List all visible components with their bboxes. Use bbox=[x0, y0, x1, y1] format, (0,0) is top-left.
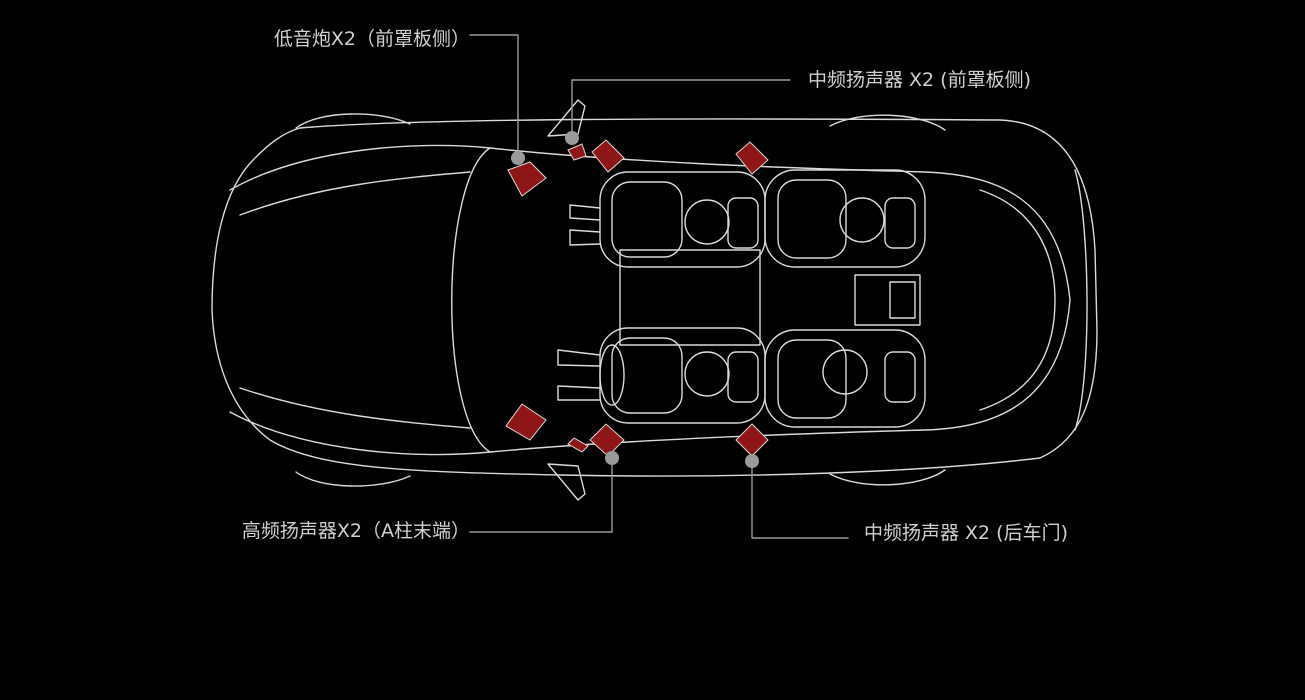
hood-line-bottom bbox=[229, 411, 491, 456]
leader-mid-front bbox=[571, 79, 791, 139]
seat-rear-top bbox=[764, 169, 926, 268]
speaker-subwoofer-top bbox=[507, 161, 547, 197]
speaker-mid-front-bottom bbox=[589, 423, 625, 457]
seat-rear-bottom bbox=[764, 329, 926, 428]
trunk-line bbox=[979, 189, 1056, 411]
marker-mid-front bbox=[565, 131, 579, 145]
wheel-arch-rear-top bbox=[829, 114, 946, 131]
label-mid-rear: 中频扬声器 X2 (后车门) bbox=[864, 522, 1069, 544]
leader-subwoofer bbox=[469, 34, 519, 159]
seat-front-top bbox=[569, 171, 766, 268]
leader-mid-rear bbox=[751, 460, 849, 539]
mirror-bottom bbox=[547, 463, 586, 501]
speaker-mid-rear-top bbox=[735, 141, 769, 175]
car-body-outline bbox=[211, 118, 1098, 477]
marker-subwoofer bbox=[511, 151, 525, 165]
label-mid-front: 中频扬声器 X2 (前罩板侧) bbox=[808, 69, 1032, 91]
wheel-arch-rear-bottom bbox=[829, 469, 946, 486]
cabin-line-top bbox=[489, 147, 926, 173]
speaker-tweeter-top bbox=[567, 143, 587, 161]
label-tweeter: 高频扬声器X2（A柱末端） bbox=[241, 520, 470, 542]
speaker-tweeter-bottom bbox=[567, 437, 589, 453]
speaker-mid-rear-bottom bbox=[735, 423, 769, 457]
rear-armrest-inner bbox=[889, 281, 916, 319]
hood-crease-top bbox=[239, 171, 471, 216]
label-subwoofer: 低音炮X2（前罩板侧） bbox=[273, 28, 470, 50]
speaker-subwoofer-bottom bbox=[505, 403, 547, 441]
wheel-arch-front-top bbox=[295, 113, 411, 129]
marker-tweeter bbox=[605, 451, 619, 465]
rear-edge bbox=[1074, 169, 1088, 431]
hood-line-top bbox=[229, 144, 491, 191]
cabin-line-bottom bbox=[489, 429, 926, 453]
seat-front-bottom bbox=[557, 327, 766, 424]
center-console bbox=[619, 249, 761, 346]
leader-tweeter bbox=[469, 457, 613, 533]
rear-armrest bbox=[854, 274, 921, 326]
speaker-mid-front-top bbox=[591, 139, 625, 173]
hood-crease-bottom bbox=[239, 387, 471, 429]
windshield-line bbox=[451, 147, 491, 453]
mirror-top bbox=[547, 99, 586, 137]
marker-mid-rear bbox=[745, 454, 759, 468]
wheel-arch-front-bottom bbox=[295, 471, 411, 487]
rear-window bbox=[924, 171, 1071, 431]
